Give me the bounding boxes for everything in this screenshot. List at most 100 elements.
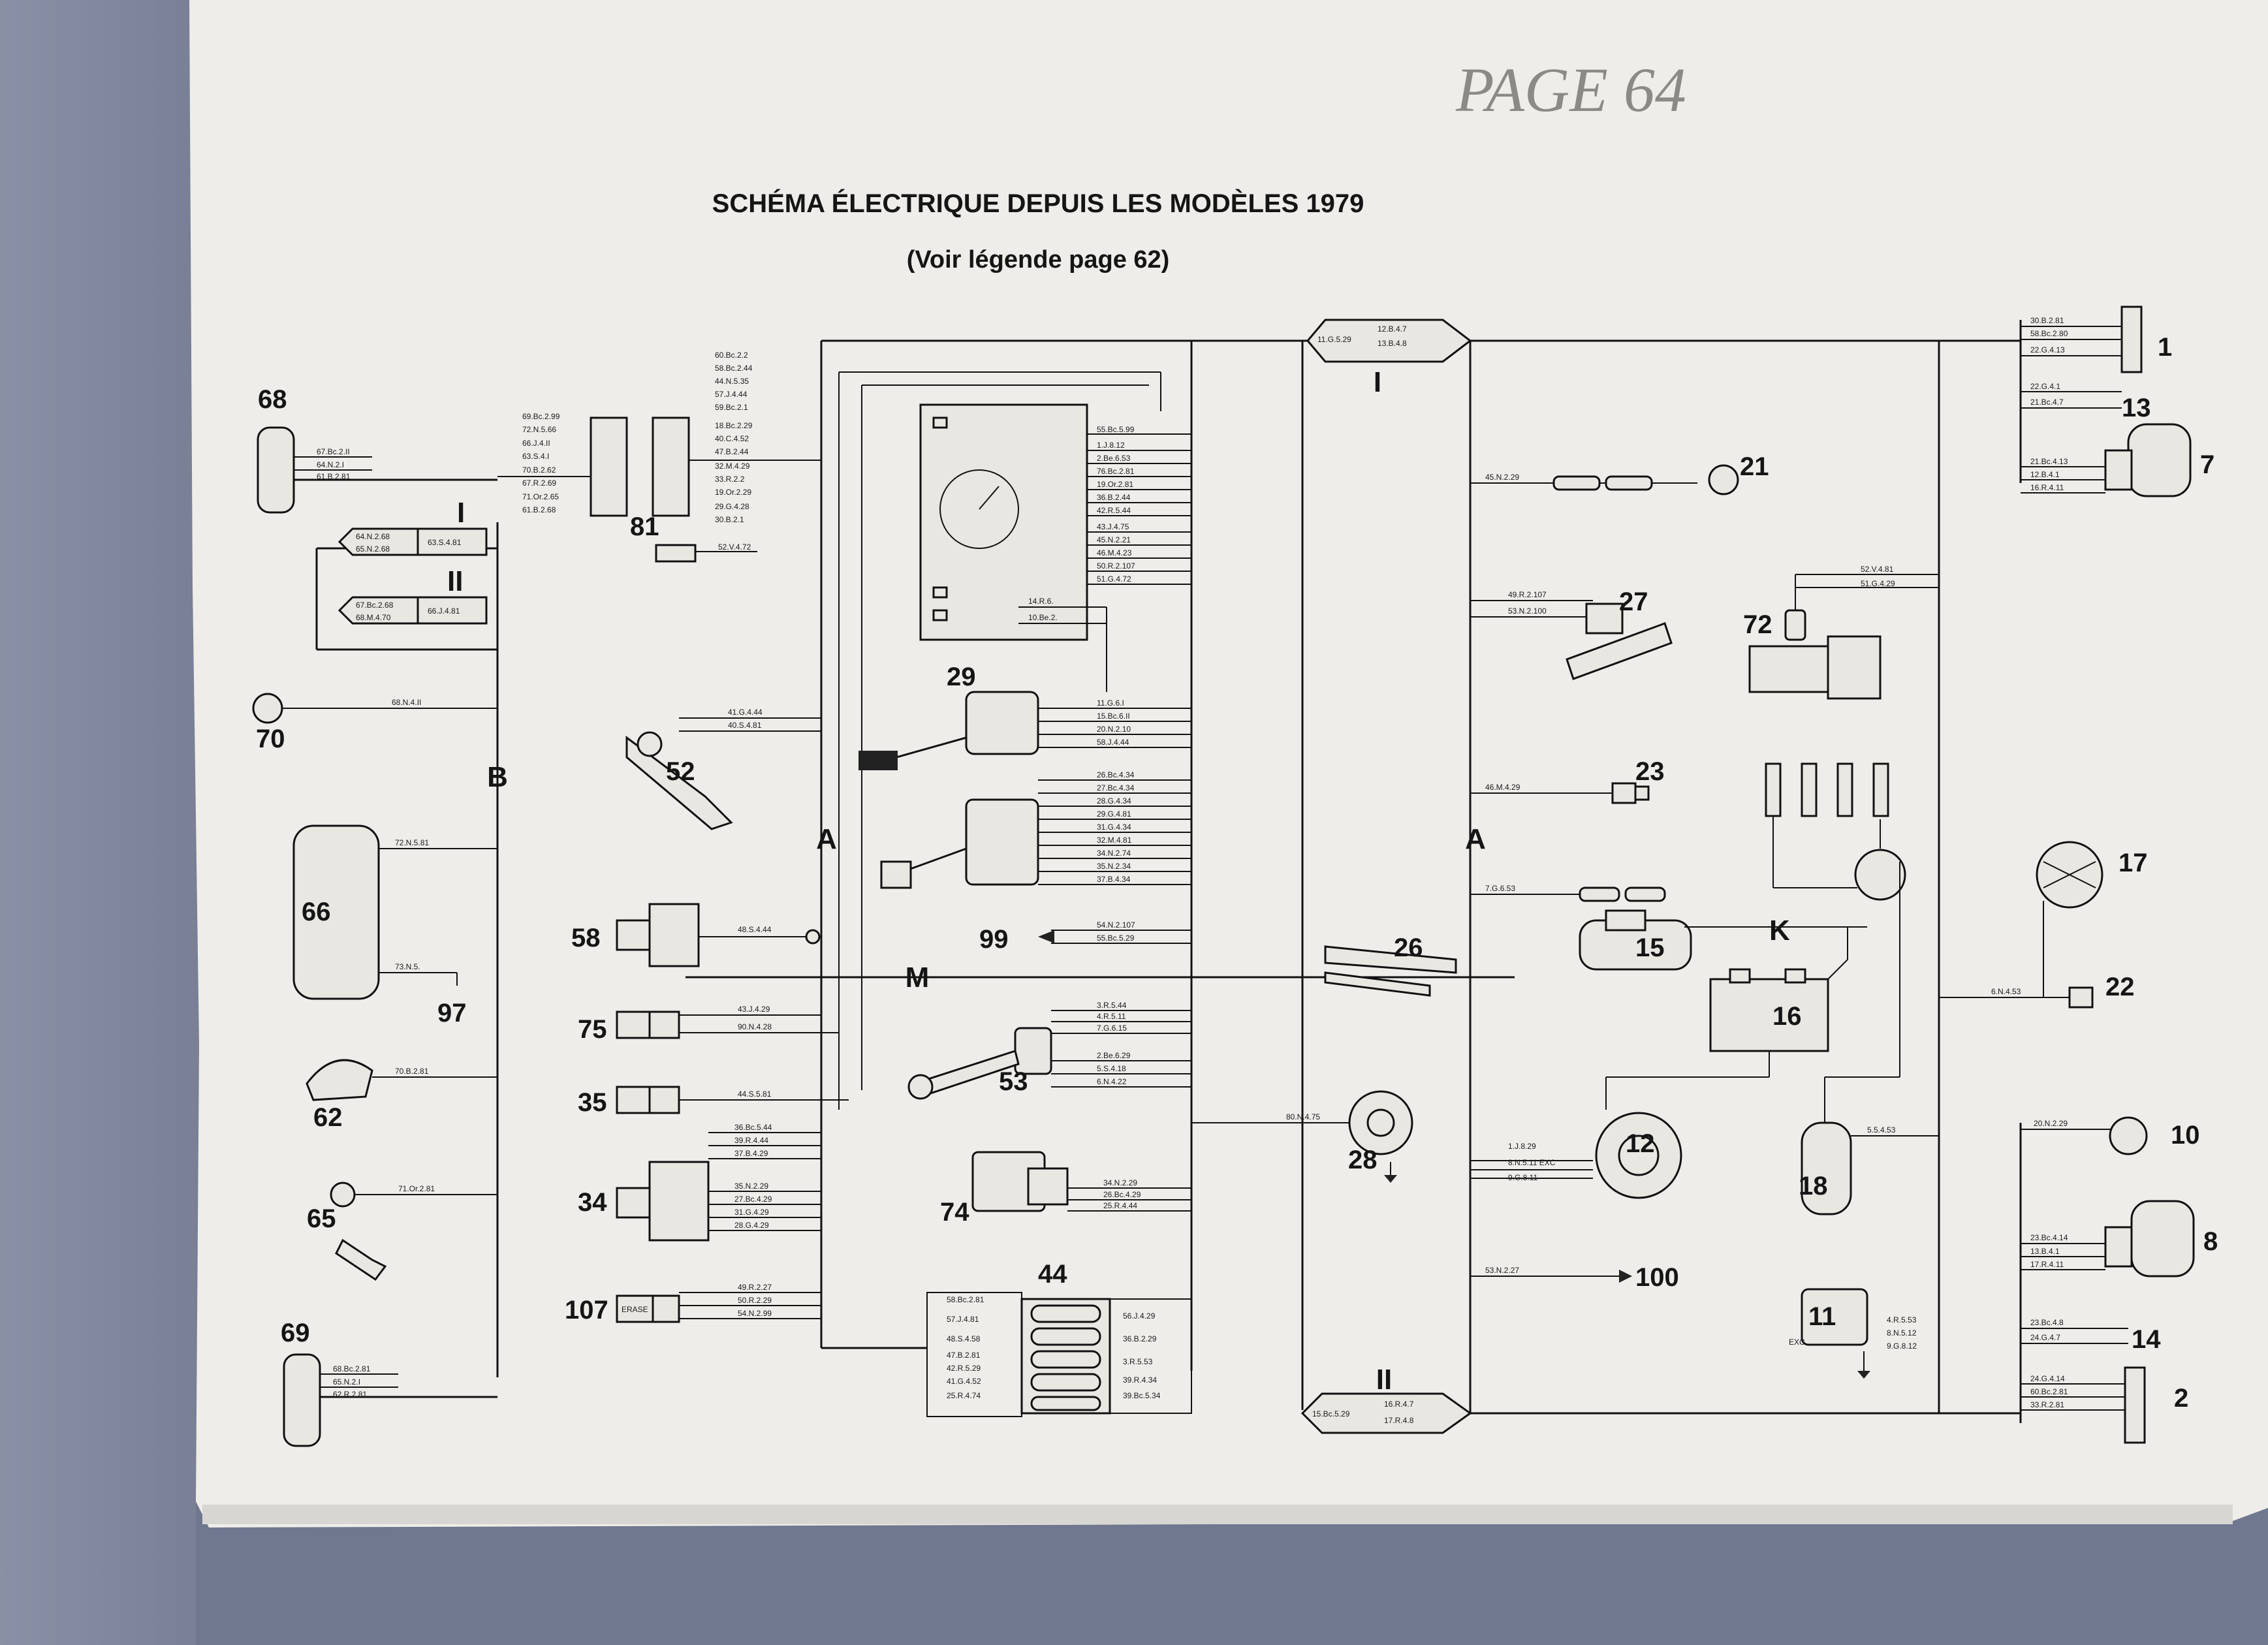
component-81-connector: 69.Bc.2.99 72.N.5.66 66.J.4.II 63.S.4.I … [497,351,821,563]
svg-text:33.R.2.2: 33.R.2.2 [715,475,745,484]
svg-text:54.N.2.107: 54.N.2.107 [1097,920,1135,930]
component-8: 23.Bc.4.14 13.B.4.1 17.R.4.11 8 [2021,1200,2218,1277]
svg-text:11: 11 [1808,1302,1836,1331]
svg-text:56.J.4.29: 56.J.4.29 [1123,1311,1156,1321]
component-70: 68.N.4.II 70 [252,693,497,753]
svg-text:16: 16 [1772,1002,1802,1031]
component-34: 36.Bc.5.44 39.R.4.44 37.B.4.29 35.N.2.29… [578,1123,821,1242]
component-1: 30.B.2.81 58.Bc.2.80 22.G.4.13 1 [2021,306,2172,373]
svg-text:67.Bc.2.II: 67.Bc.2.II [317,447,350,456]
svg-text:39.Bc.5.34: 39.Bc.5.34 [1123,1391,1161,1400]
svg-text:40.C.4.52: 40.C.4.52 [715,434,749,443]
component-53: 3.R.5.44 4.R.5.11 7.G.6.15 2.Be.6.29 5.S… [907,1001,1191,1100]
svg-text:1: 1 [2158,333,2172,362]
svg-text:6.N.4.53: 6.N.4.53 [1991,987,2021,996]
svg-text:19.Or.2.81: 19.Or.2.81 [1097,480,1133,489]
svg-text:29.G.4.81: 29.G.4.81 [1097,809,1131,819]
component-58: 48.S.4.44 58 [571,903,821,967]
svg-text:17.R.4.11: 17.R.4.11 [2030,1260,2064,1269]
svg-text:12.B.4.7: 12.B.4.7 [1378,324,1407,334]
svg-text:26.Bc.4.34: 26.Bc.4.34 [1097,770,1135,779]
svg-text:72.N.5.66: 72.N.5.66 [522,425,556,434]
svg-text:24.G.4.7: 24.G.4.7 [2030,1333,2060,1342]
svg-text:62.R.2.81: 62.R.2.81 [333,1390,367,1399]
svg-text:28.G.4.29: 28.G.4.29 [734,1221,769,1230]
svg-text:3.R.5.53: 3.R.5.53 [1123,1357,1153,1366]
svg-text:75: 75 [578,1015,607,1044]
svg-text:80.N.4.75: 80.N.4.75 [1286,1112,1320,1121]
svg-text:58.J.4.44: 58.J.4.44 [1097,738,1129,747]
svg-text:49.R.2.107: 49.R.2.107 [1508,590,1547,599]
stalk-switch-1: 11.G.6.I 15.Bc.6.II 20.N.2.10 58.J.4.44 [858,691,1191,770]
svg-text:27.Bc.4.29: 27.Bc.4.29 [734,1195,772,1204]
component-12: 1.J.8.29 8.N.5.11 EXC 9.G.8.11 12 [1470,1051,1770,1199]
svg-text:48.S.4.58: 48.S.4.58 [947,1334,981,1343]
svg-text:26: 26 [1394,933,1423,962]
svg-text:9.G.8.11: 9.G.8.11 [1508,1173,1537,1182]
svg-text:8.N.5.12: 8.N.5.12 [1887,1328,1917,1338]
svg-text:35.N.2.34: 35.N.2.34 [1097,862,1131,871]
svg-text:13: 13 [2122,394,2151,422]
svg-text:72: 72 [1743,610,1772,639]
svg-text:47.B.2.81: 47.B.2.81 [947,1351,981,1360]
component-35: 44.S.5.81 35 [578,1086,849,1117]
svg-text:66.J.4.II: 66.J.4.II [522,439,550,448]
connector-II-bottom: 16.R.4.7 17.R.4.8 15.Bc.5.29 II [1300,1364,1472,1434]
svg-text:73.N.5.: 73.N.5. [395,962,420,971]
svg-text:60.Bc.2.81: 60.Bc.2.81 [2030,1387,2068,1396]
svg-text:21.Bc.4.7: 21.Bc.4.7 [2030,398,2064,407]
svg-text:50.R.2.29: 50.R.2.29 [738,1296,772,1305]
component-99: 54.N.2.107 55.Bc.5.29 99 [979,920,1191,954]
svg-text:70.B.2.81: 70.B.2.81 [395,1067,429,1076]
svg-text:55.Bc.5.99: 55.Bc.5.99 [1097,425,1135,434]
svg-text:70: 70 [256,725,285,753]
svg-text:14: 14 [2132,1325,2161,1354]
svg-text:14.R.6.: 14.R.6. [1028,597,1054,606]
svg-text:12.B.4.1: 12.B.4.1 [2030,470,2060,479]
svg-text:71.Or.2.65: 71.Or.2.65 [522,492,559,501]
svg-text:6.N.4.22: 6.N.4.22 [1097,1077,1127,1086]
svg-text:44: 44 [1038,1260,1067,1289]
svg-text:32.M.4.81: 32.M.4.81 [1097,836,1132,845]
svg-text:11.G.5.29: 11.G.5.29 [1317,335,1351,344]
component-14: 23.Bc.4.8 24.G.4.7 14 [2021,1318,2161,1354]
svg-text:69: 69 [281,1319,310,1347]
svg-text:I: I [457,497,465,529]
component-22: 6.N.4.53 22 [1939,901,2135,1009]
svg-text:16.R.4.7: 16.R.4.7 [1384,1400,1414,1409]
svg-text:61.B.2.68: 61.B.2.68 [522,505,556,514]
svg-text:II: II [447,565,463,597]
svg-text:20.N.2.29: 20.N.2.29 [2034,1119,2068,1128]
svg-text:18.Bc.2.29: 18.Bc.2.29 [715,421,753,430]
svg-text:51.G.4.29: 51.G.4.29 [1861,579,1895,588]
svg-text:28: 28 [1348,1146,1378,1174]
svg-text:67.R.2.69: 67.R.2.69 [522,478,556,488]
svg-text:37.B.4.29: 37.B.4.29 [734,1149,768,1158]
svg-text:15.Bc.5.29: 15.Bc.5.29 [1312,1409,1350,1418]
svg-text:65.N.2.68: 65.N.2.68 [356,544,390,554]
component-65: 71.Or.2.81 65 [307,1182,497,1281]
svg-text:57.J.4.44: 57.J.4.44 [715,390,748,399]
svg-text:58.Bc.2.80: 58.Bc.2.80 [2030,329,2068,338]
svg-text:63.S.4.I: 63.S.4.I [522,452,549,461]
component-11: 11 4.R.5.53 8.N.5.12 9.G.8.12 EXC [1789,1288,1917,1351]
svg-text:72.N.5.81: 72.N.5.81 [395,838,429,847]
component-100: 53.N.2.27 100 [1470,1263,1679,1292]
loop-connectors: 64.N.2.68 65.N.2.68 63.S.4.81 I 67.Bc.2.… [315,497,497,651]
svg-text:52.V.4.81: 52.V.4.81 [1861,565,1894,574]
svg-text:30.B.2.1: 30.B.2.1 [715,515,744,524]
svg-text:58.Bc.2.81: 58.Bc.2.81 [947,1295,984,1304]
svg-text:52.V.4.72: 52.V.4.72 [718,542,751,552]
svg-text:27.Bc.4.34: 27.Bc.4.34 [1097,783,1135,792]
svg-text:31.G.4.29: 31.G.4.29 [734,1208,769,1217]
stalk-switch-2: 26.Bc.4.34 27.Bc.4.34 28.G.4.34 29.G.4.8… [880,770,1191,889]
svg-text:9.G.8.12: 9.G.8.12 [1887,1341,1917,1351]
svg-text:30.B.2.81: 30.B.2.81 [2030,316,2064,325]
svg-text:55.Bc.5.29: 55.Bc.5.29 [1097,933,1135,943]
svg-text:25.R.4.44: 25.R.4.44 [1103,1201,1137,1210]
component-68: 67.Bc.2.II 64.N.2.I 61.B.2.81 68 [257,385,497,514]
svg-text:107: 107 [565,1296,608,1324]
svg-text:34.N.2.74: 34.N.2.74 [1097,849,1131,858]
svg-text:17: 17 [2118,849,2148,877]
